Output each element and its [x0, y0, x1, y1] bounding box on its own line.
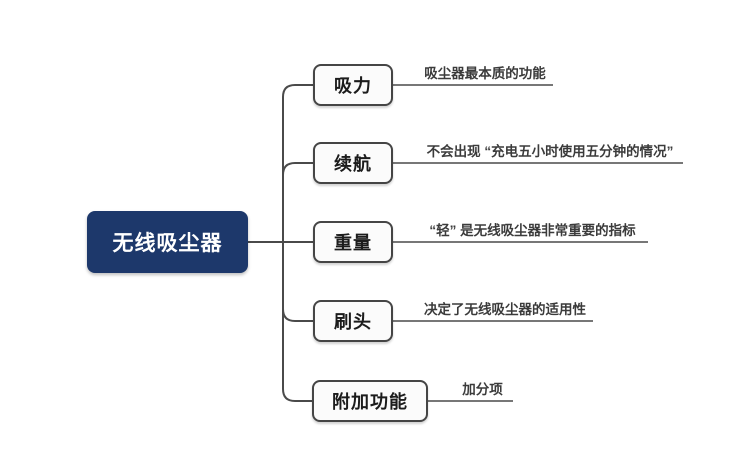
branch-label: 重量: [334, 233, 372, 253]
connector-branch-2: [282, 162, 313, 242]
branch-note-weight[interactable]: “轻” 是无线吸尘器非常重要的指标: [417, 222, 648, 239]
branch-node-suction[interactable]: 吸力: [313, 64, 393, 106]
branch-label: 附加功能: [332, 392, 408, 412]
note-text: 吸尘器最本质的功能: [424, 66, 546, 81]
branch-node-extra-features[interactable]: 附加功能: [312, 380, 428, 422]
branch-note-extra-features[interactable]: 加分项: [452, 381, 513, 398]
note-text: “轻” 是无线吸尘器非常重要的指标: [429, 223, 636, 238]
note-text: 不会出现 “充电五小时使用五分钟的情况”: [426, 144, 674, 159]
branch-note-brush-head[interactable]: 决定了无线吸尘器的适用性: [417, 301, 593, 318]
branch-node-weight[interactable]: 重量: [313, 221, 393, 263]
branch-note-suction[interactable]: 吸尘器最本质的功能: [417, 65, 553, 82]
branch-note-battery-life[interactable]: 不会出现 “充电五小时使用五分钟的情况”: [417, 143, 683, 160]
root-topic-label: 无线吸尘器: [112, 232, 223, 255]
branch-node-battery-life[interactable]: 续航: [313, 142, 393, 184]
branch-label: 续航: [334, 154, 372, 174]
note-text: 决定了无线吸尘器的适用性: [424, 302, 586, 317]
connector-branch-4: [282, 242, 313, 322]
branch-label: 刷头: [334, 312, 372, 332]
branch-node-brush-head[interactable]: 刷头: [313, 300, 393, 342]
branch-label: 吸力: [334, 76, 372, 96]
connector-branch-5: [282, 242, 312, 402]
note-text: 加分项: [462, 382, 503, 397]
connector-branch-1: [282, 84, 313, 242]
root-topic-node[interactable]: 无线吸尘器: [87, 211, 248, 273]
